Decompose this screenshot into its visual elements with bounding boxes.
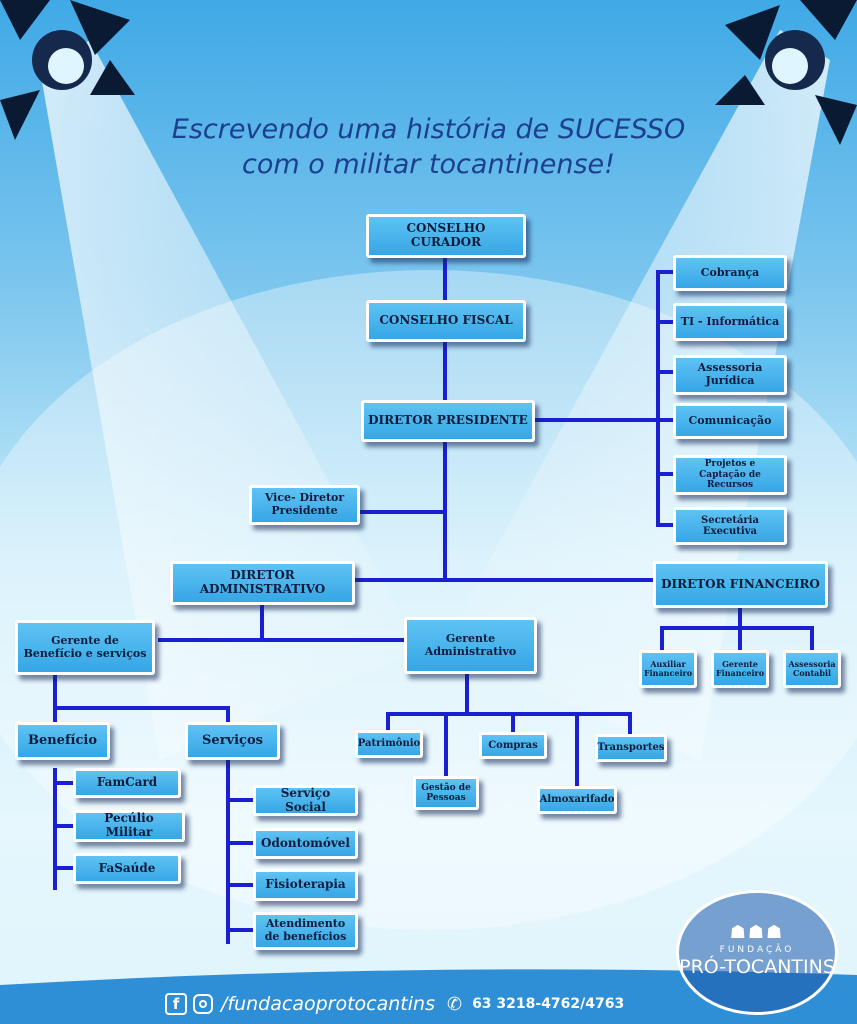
family-icon: ☗☗☗ xyxy=(729,921,785,943)
node-assessoria-juridica: Assessoria Jurídica xyxy=(673,355,787,395)
logo-top-text: FUNDAÇÃO xyxy=(719,944,795,955)
node-atendimento-beneficios: Atendimento de benefícios xyxy=(253,912,358,950)
node-diretor-presidente: DIRETOR PRESIDENTE xyxy=(361,400,535,442)
footer-contact: f /fundacaoprotocantins ✆ 63 3218-4762/4… xyxy=(165,989,624,1019)
node-odontomovel: Odontomóvel xyxy=(253,828,358,859)
node-servicos: Serviços xyxy=(185,722,280,760)
footer-band xyxy=(0,969,857,1024)
logo-name-text: PRÓ-TOCANTINS xyxy=(679,955,835,978)
node-transportes: Transportes xyxy=(595,734,667,762)
node-almoxarifado: Almoxarifado xyxy=(537,786,617,814)
node-ti-informatica: TI - Informática xyxy=(673,303,787,341)
node-comunicacao: Comunicação xyxy=(673,403,787,439)
node-famcard: FamCard xyxy=(73,768,181,798)
node-vice-diretor: Vice- Diretor Presidente xyxy=(249,485,360,525)
left-spotlight-icon xyxy=(0,0,135,140)
node-cobranca: Cobrança xyxy=(673,255,787,291)
node-secretaria-executiva: Secretária Executiva xyxy=(673,507,787,545)
node-projetos-captacao: Projetos e Captação de Recursos xyxy=(673,455,787,495)
node-gerente-financeiro: Gerente Financeiro xyxy=(711,650,769,688)
node-servico-social: Serviço Social xyxy=(253,785,358,816)
page-title-line-1: Escrevendo uma história de SUCESSO xyxy=(171,114,686,145)
right-spotlight-icon xyxy=(715,0,857,145)
node-conselho-fiscal: CONSELHO FISCAL xyxy=(366,300,526,342)
node-patrimonio: Patrimônio xyxy=(355,730,423,758)
node-diretor-financeiro: DIRETOR FINANCEIRO xyxy=(653,561,828,608)
phone-number[interactable]: 63 3218-4762/4763 xyxy=(472,996,625,1012)
node-conselho-curador: CONSELHO CURADOR xyxy=(366,214,526,258)
node-gerente-administrativo: Gerente Administrativo xyxy=(404,617,537,674)
node-assessoria-contabil: Assessoria Contabil xyxy=(783,650,841,688)
node-auxiliar-financeiro: Auxiliar Financeiro xyxy=(639,650,697,688)
node-fisioterapia: Fisioterapia xyxy=(253,869,358,901)
node-diretor-administrativo: DIRETOR ADMINISTRATIVO xyxy=(170,561,355,605)
node-fasaude: FaSaúde xyxy=(73,853,181,884)
node-peculio-militar: Pecúlio Militar xyxy=(73,810,185,842)
fundacao-logo: ☗☗☗ FUNDAÇÃO PRÓ-TOCANTINS xyxy=(676,890,838,1015)
node-gestao-pessoas: Gestão de Pessoas xyxy=(413,776,479,810)
phone-icon: ✆ xyxy=(446,993,463,1015)
node-gerente-beneficio: Gerente de Benefício e serviços xyxy=(15,620,155,675)
social-handle[interactable]: /fundacaoprotocantins xyxy=(221,993,435,1015)
node-beneficio: Benefício xyxy=(15,722,110,760)
instagram-icon[interactable] xyxy=(193,994,213,1014)
node-compras: Compras xyxy=(479,732,547,759)
facebook-icon[interactable]: f xyxy=(165,993,187,1015)
org-connectors xyxy=(53,256,814,944)
page-title-line-2: com o militar tocantinense! xyxy=(241,149,615,180)
